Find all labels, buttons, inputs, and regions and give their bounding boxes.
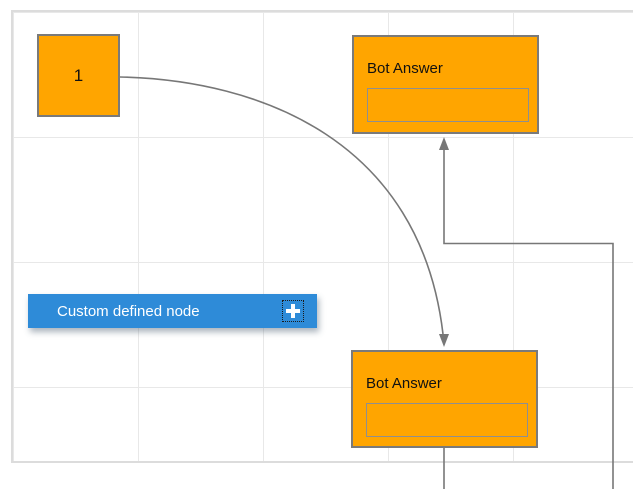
bot-answer-textbox[interactable] (367, 88, 529, 122)
custom-node-label: Custom defined node (57, 302, 200, 320)
bot-answer-title: Bot Answer (366, 375, 442, 392)
bot-answer-title: Bot Answer (367, 60, 443, 77)
bot-answer-textbox[interactable] (366, 403, 528, 437)
plus-icon[interactable] (282, 300, 304, 322)
node-bot-answer-bottom[interactable]: Bot Answer (351, 350, 538, 448)
node-1-label: 1 (73, 65, 84, 85)
node-1[interactable]: 1 (37, 34, 120, 117)
node-custom-defined[interactable]: Custom defined node (28, 294, 317, 328)
node-bot-answer-top[interactable]: Bot Answer (352, 35, 539, 134)
